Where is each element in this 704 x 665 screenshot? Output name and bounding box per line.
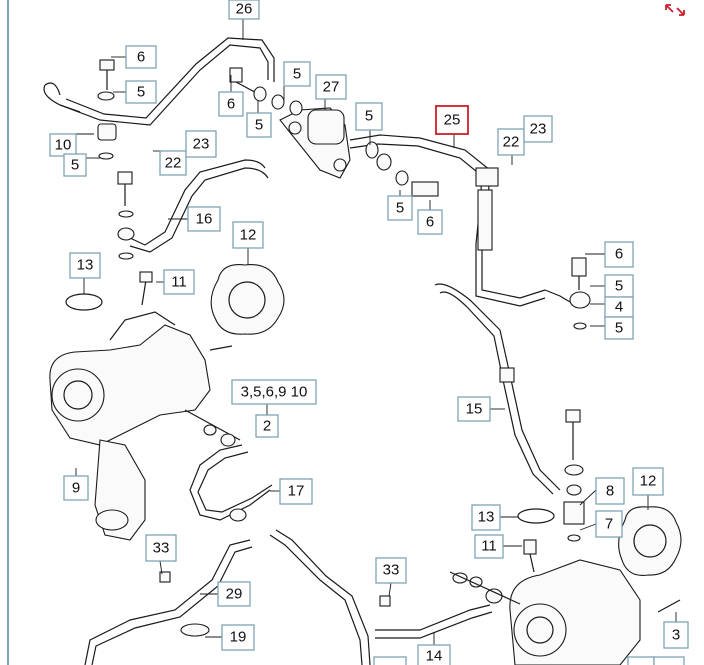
svg-text:23: 23 — [193, 136, 210, 153]
parts-artwork — [43, 37, 682, 665]
expand-button[interactable] — [664, 3, 686, 17]
callout-6[interactable]: 6 — [218, 91, 244, 117]
callout-4[interactable]: 4 — [604, 296, 634, 318]
svg-text:5: 5 — [71, 157, 79, 174]
callout-9[interactable]: 9 — [63, 475, 89, 501]
svg-text:6: 6 — [227, 96, 235, 113]
callout-26[interactable]: 26 — [228, 0, 260, 20]
svg-text:13: 13 — [478, 509, 495, 526]
svg-text:2: 2 — [263, 418, 271, 435]
svg-text:5: 5 — [615, 278, 623, 295]
callout-6[interactable]: 6 — [125, 45, 157, 69]
callout-5[interactable]: 5 — [246, 112, 272, 138]
callout-6[interactable]: 6 — [417, 209, 443, 235]
callout-5[interactable]: 5 — [387, 195, 413, 221]
callout-3[interactable]: 3 — [663, 621, 689, 649]
svg-text:22: 22 — [503, 134, 520, 151]
callout-27[interactable]: 27 — [315, 74, 347, 100]
callout-15[interactable]: 15 — [457, 396, 491, 422]
callout-5[interactable]: 5 — [63, 153, 87, 177]
callout-7[interactable]: 7 — [595, 510, 623, 538]
svg-text:11: 11 — [481, 538, 497, 555]
callout-33[interactable]: 33 — [375, 557, 407, 584]
svg-text:4: 4 — [615, 299, 623, 316]
callout-5[interactable]: 5 — [604, 274, 634, 298]
callout-5[interactable]: 5 — [125, 80, 157, 104]
callout-3-5-6-9-10[interactable]: 3,5,6,9 10 — [231, 379, 317, 405]
callout-cut-off[interactable] — [627, 656, 655, 665]
callout-23[interactable]: 23 — [523, 115, 553, 143]
svg-text:33: 33 — [153, 540, 170, 557]
callout-12[interactable]: 12 — [232, 221, 264, 249]
callout-cut-off[interactable] — [373, 656, 407, 665]
callout-13[interactable]: 13 — [69, 252, 101, 279]
svg-text:9: 9 — [72, 480, 80, 497]
callout-11[interactable]: 11 — [163, 269, 195, 295]
callout-11[interactable]: 11 — [474, 534, 504, 559]
svg-text:25: 25 — [444, 112, 461, 129]
svg-text:5: 5 — [615, 320, 623, 337]
expand-arrows-icon — [665, 4, 685, 16]
callout-12[interactable]: 12 — [632, 467, 664, 496]
callout-23[interactable]: 23 — [185, 130, 217, 158]
callout-8[interactable]: 8 — [595, 477, 625, 505]
svg-text:5: 5 — [365, 108, 373, 125]
callout-5[interactable]: 5 — [355, 102, 383, 131]
callout-cut-off[interactable] — [653, 656, 685, 665]
svg-text:12: 12 — [240, 227, 257, 244]
svg-text:27: 27 — [323, 79, 340, 96]
svg-text:5: 5 — [255, 117, 263, 134]
svg-text:16: 16 — [196, 211, 213, 228]
svg-text:22: 22 — [165, 155, 182, 172]
callout-22[interactable]: 22 — [497, 128, 525, 156]
svg-text:11: 11 — [171, 274, 187, 291]
svg-text:6: 6 — [615, 246, 623, 263]
svg-text:3,5,6,9 10: 3,5,6,9 10 — [241, 384, 308, 401]
svg-text:6: 6 — [426, 214, 434, 231]
svg-text:8: 8 — [606, 483, 614, 500]
callout-29[interactable]: 29 — [217, 581, 251, 607]
svg-text:12: 12 — [640, 473, 657, 490]
leader-lines — [75, 19, 677, 645]
callout-5[interactable]: 5 — [283, 61, 311, 87]
callout-5[interactable]: 5 — [604, 316, 634, 340]
svg-text:33: 33 — [383, 562, 400, 579]
svg-text:13: 13 — [77, 257, 94, 274]
callout-14[interactable]: 14 — [417, 644, 451, 665]
svg-text:5: 5 — [293, 66, 301, 83]
svg-text:10: 10 — [55, 137, 72, 154]
svg-text:3: 3 — [672, 627, 680, 644]
callout-17[interactable]: 17 — [279, 478, 313, 505]
svg-text:17: 17 — [288, 483, 305, 500]
callout-10[interactable]: 10 — [49, 133, 77, 157]
svg-text:7: 7 — [605, 516, 613, 533]
callout-16[interactable]: 16 — [187, 206, 221, 232]
callout-33[interactable]: 33 — [145, 534, 177, 562]
callout-6[interactable]: 6 — [604, 241, 634, 268]
callout-25[interactable]: 25 — [435, 105, 469, 135]
svg-text:26: 26 — [236, 1, 253, 18]
svg-text:5: 5 — [396, 200, 404, 217]
svg-text:6: 6 — [137, 49, 145, 66]
callout-19[interactable]: 19 — [221, 624, 255, 651]
svg-text:19: 19 — [230, 629, 247, 646]
svg-text:5: 5 — [137, 84, 145, 101]
svg-text:23: 23 — [530, 121, 547, 138]
callout-22[interactable]: 22 — [159, 150, 187, 176]
svg-text:29: 29 — [226, 586, 243, 603]
svg-text:15: 15 — [466, 401, 483, 418]
svg-text:14: 14 — [426, 648, 443, 665]
callout-13[interactable]: 13 — [471, 504, 501, 531]
callout-2[interactable]: 2 — [255, 414, 279, 438]
